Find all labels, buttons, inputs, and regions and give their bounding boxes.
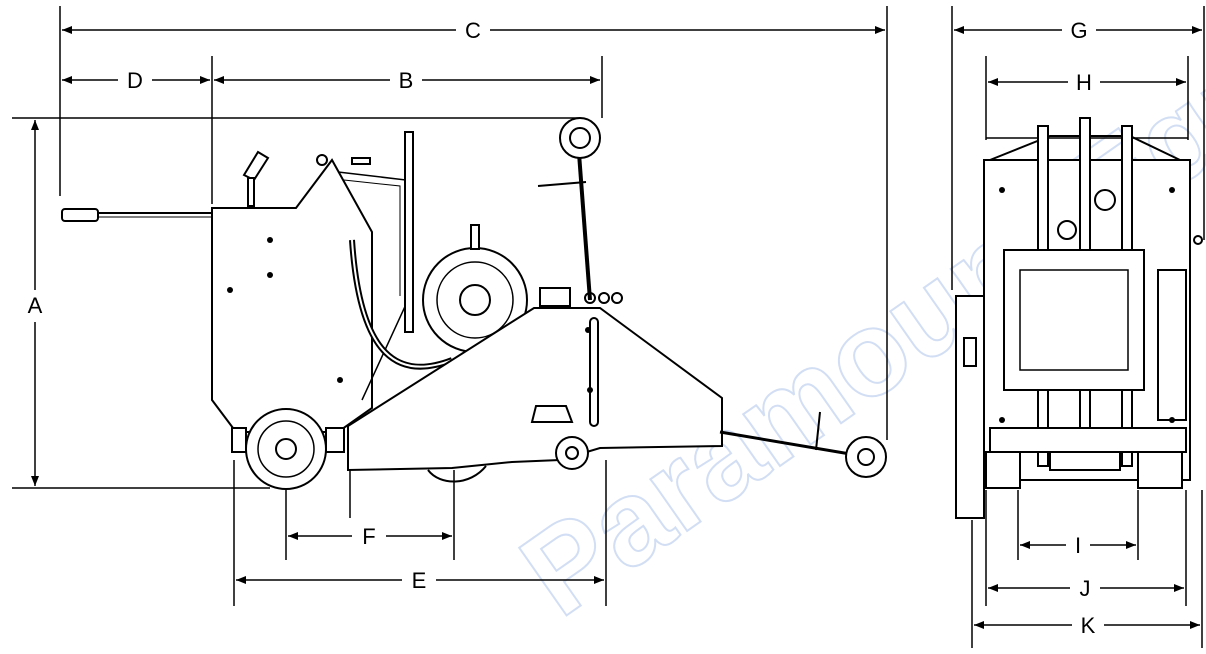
body-vent [530, 405, 574, 423]
dim-label-f: F [362, 524, 375, 549]
bottom-beam [989, 427, 1187, 453]
gas-strut [589, 317, 599, 427]
dim-label-a: A [28, 293, 43, 318]
dim-label-e: E [412, 568, 427, 593]
control-knob [242, 150, 270, 182]
right-wheel [1137, 451, 1183, 489]
side-view-machine [61, 117, 887, 490]
rear-view-dimensions [951, 6, 1205, 648]
dim-label-h: H [1076, 70, 1092, 95]
rear-handle [576, 139, 592, 301]
dim-label-j: J [1080, 576, 1091, 601]
left-wheel [985, 451, 1021, 489]
rear-view-machine [955, 117, 1203, 519]
dim-label-b: B [399, 68, 414, 93]
dim-label-i: I [1075, 533, 1081, 558]
front-handle-grip [61, 208, 99, 222]
dim-label-g: G [1070, 18, 1087, 43]
side-guard [955, 295, 985, 519]
blade-edge [427, 465, 487, 483]
tow-arm [719, 430, 863, 458]
lift-eye [1057, 220, 1077, 240]
mast [404, 131, 414, 333]
front-housing [211, 158, 373, 433]
dim-label-d: D [127, 68, 143, 93]
dim-label-k: K [1081, 613, 1096, 638]
main-body [347, 307, 723, 472]
side-view-dimensions [12, 6, 888, 606]
dim-label-c: C [465, 18, 481, 43]
